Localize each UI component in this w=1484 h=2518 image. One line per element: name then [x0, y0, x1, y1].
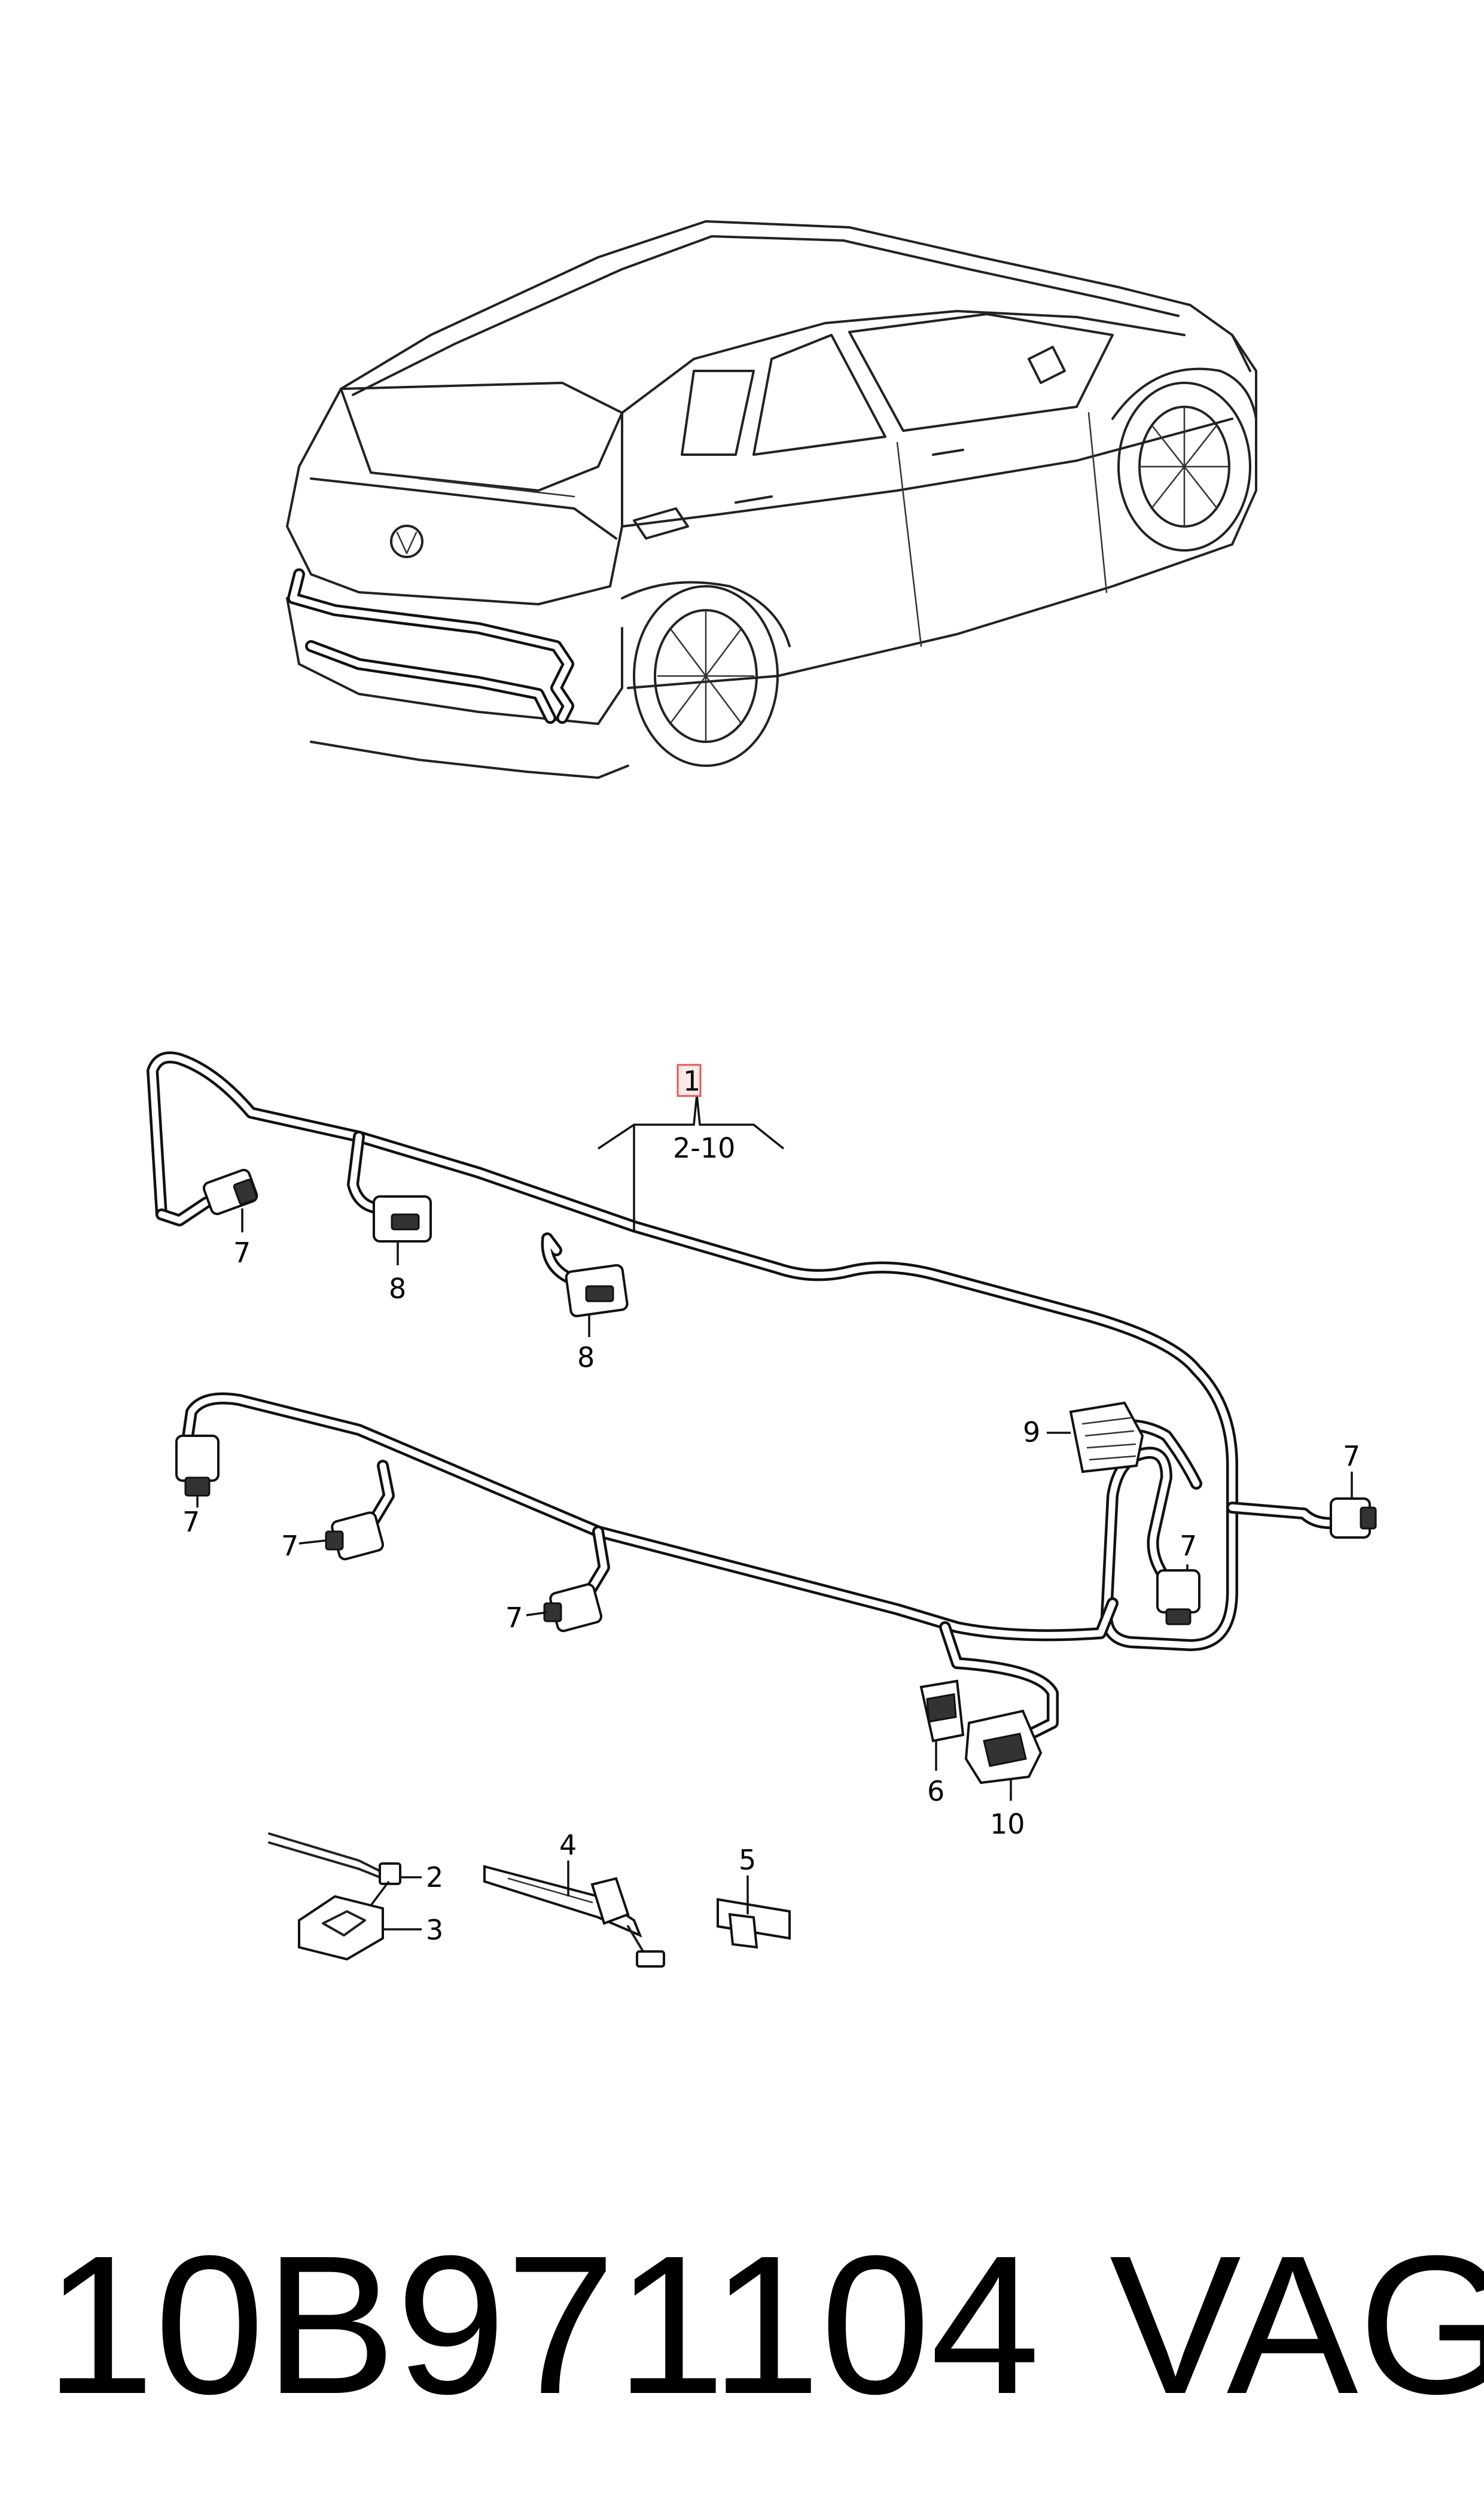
- callout-8-right[interactable]: 8: [577, 1341, 595, 1374]
- brand-name: VAG: [1110, 2214, 1484, 2435]
- car-illustration: [286, 220, 1257, 779]
- connector-9: [1069, 1401, 1144, 1473]
- connector-8-right: [565, 1263, 629, 1317]
- callout-7-lower-left[interactable]: 7: [182, 1506, 200, 1538]
- callout-4[interactable]: 4: [559, 1829, 577, 1861]
- callout-2[interactable]: 2: [426, 1861, 443, 1893]
- callout-8-left[interactable]: 8: [389, 1272, 406, 1305]
- connector-7-mid: [543, 1583, 602, 1633]
- callout-labels: 1 2-10 7 8 8 7 7 7 9 7 7 6 10 2 3 4 5: [182, 1064, 1360, 1946]
- callout-7-right-outer[interactable]: 7: [1343, 1440, 1360, 1472]
- connector-7-mid-left: [325, 1511, 384, 1561]
- wiring-harness: [147, 1051, 1346, 1741]
- callout-6[interactable]: 6: [927, 1775, 944, 1807]
- bracket-6: [919, 1679, 965, 1743]
- connector-7-lower-left: [175, 1435, 220, 1497]
- callout-3[interactable]: 3: [426, 1914, 443, 1946]
- part-number: 10B971104: [45, 2214, 1040, 2435]
- cable-tie-4: [483, 1865, 665, 1968]
- callout-9[interactable]: 9: [1023, 1416, 1040, 1448]
- connector-7-right-inner: [1156, 1569, 1200, 1625]
- callout-7-mid-left[interactable]: 7: [281, 1530, 298, 1562]
- callout-7-mid[interactable]: 7: [505, 1601, 523, 1634]
- callout-10[interactable]: 10: [990, 1808, 1025, 1840]
- holder-3: [298, 1895, 384, 1961]
- cable-tie-2: [268, 1832, 401, 1885]
- callout-5[interactable]: 5: [739, 1844, 756, 1876]
- connector-7-right-outer: [1330, 1497, 1377, 1539]
- callout-main-highlight: [677, 1064, 702, 1097]
- callout-7-upper-left[interactable]: 7: [233, 1237, 251, 1269]
- callout-1[interactable]: 1: [683, 1065, 700, 1097]
- connector-7-upper-left: [202, 1168, 258, 1216]
- connector-10: [964, 1709, 1043, 1785]
- connector-8-left: [373, 1195, 432, 1243]
- callout-range: 2-10: [673, 1132, 735, 1164]
- clip-5: [717, 1898, 791, 1949]
- callout-7-right-inner[interactable]: 7: [1180, 1530, 1197, 1562]
